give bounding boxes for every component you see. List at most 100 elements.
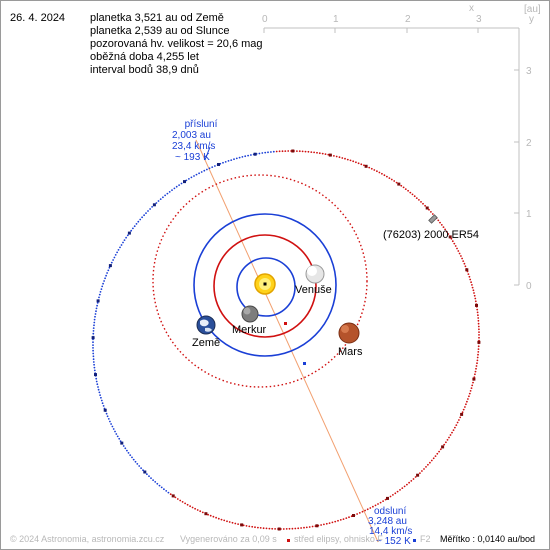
- asteroid-orbit-dot: [424, 204, 426, 207]
- asteroid-orbit-dot: [92, 355, 95, 358]
- asteroid-orbit-dot: [178, 184, 181, 187]
- asteroid-orbit-dot: [452, 429, 455, 431]
- aphelion-speed: 14,4 km/s: [369, 526, 413, 537]
- asteroid-position-point: [386, 496, 389, 500]
- asteroid-orbit-dot: [439, 448, 442, 451]
- asteroid-orbit-dot: [180, 182, 183, 185]
- asteroid-orbit-dot: [285, 528, 288, 530]
- asteroid-orbit-dot: [316, 151, 318, 154]
- asteroid-orbit-dot: [476, 311, 479, 314]
- asteroid-orbit-dot: [469, 278, 472, 281]
- asteroid-orbit-dot: [112, 428, 115, 430]
- asteroid-orbit-dot: [284, 150, 287, 153]
- asteroid-orbit-dot: [96, 383, 99, 386]
- asteroid-orbit-dot: [476, 359, 479, 362]
- asteroid-orbit-dot: [339, 519, 342, 521]
- x-tick-label-0: 0: [262, 14, 268, 25]
- asteroid-orbit-dot: [93, 363, 95, 366]
- asteroid-orbit-dot: [415, 197, 418, 200]
- asteroid-orbit-dot: [116, 251, 118, 254]
- asteroid-orbit-dot: [370, 167, 373, 170]
- asteroid-orbit-dot: [333, 155, 335, 157]
- asteroid-orbit-dot: [126, 234, 129, 237]
- asteroid-orbit-dot: [389, 495, 392, 498]
- asteroid-orbit-dot: [434, 455, 437, 457]
- aphelion-distance: 3,248 au: [368, 516, 407, 527]
- asteroid-orbit-dot: [106, 272, 108, 274]
- asteroid-orbit-dot: [222, 161, 224, 164]
- y-tick-label-2: 2: [526, 138, 532, 149]
- asteroid-orbit-dot: [125, 236, 127, 239]
- asteroid-orbit-dot: [105, 274, 107, 277]
- asteroid-orbit-dot: [471, 284, 473, 286]
- asteroid-orbit-dot: [264, 151, 267, 154]
- asteroid-orbit-dot: [257, 526, 259, 529]
- perihelion-info: přísluní: [171, 119, 231, 130]
- asteroid-orbit-dot: [335, 155, 338, 158]
- asteroid-orbit-dot: [474, 300, 477, 303]
- asteroid-orbit-dot: [167, 491, 170, 494]
- asteroid-orbit-dot: [119, 246, 121, 249]
- asteroid-orbit-dot: [457, 250, 460, 252]
- asteroid-orbit-dot: [95, 310, 97, 313]
- asteroid-orbit-dot: [173, 187, 176, 190]
- asteroid-orbit-dot: [111, 425, 114, 428]
- asteroid-orbit-dot: [248, 525, 251, 528]
- sun-center-dot: [263, 282, 267, 286]
- asteroid-orbit-dot: [388, 177, 391, 180]
- earth-orbit: [193, 213, 337, 357]
- asteroid-orbit-dot: [402, 186, 405, 189]
- asteroid-orbit-dot: [115, 433, 118, 435]
- asteroid-orbit-dot: [477, 317, 480, 319]
- asteroid-orbit-dot: [478, 334, 480, 336]
- asteroid-orbit-dot: [477, 314, 479, 317]
- asteroid-orbit-dot: [224, 161, 227, 163]
- asteroid-orbit-dot: [468, 275, 471, 278]
- info-line-earth-distance: planetka 3,521 au od Země: [90, 12, 224, 24]
- asteroid-orbit-dot: [169, 493, 172, 496]
- asteroid-orbit-dot: [134, 460, 137, 463]
- asteroid-orbit-dot: [103, 280, 105, 282]
- asteroid-marker: [428, 214, 438, 224]
- asteroid-orbit-dot: [145, 212, 147, 215]
- asteroid-orbit-dot: [135, 223, 138, 225]
- asteroid-orbit-dot: [100, 399, 103, 402]
- asteroid-orbit-dot: [141, 216, 144, 219]
- asteroid-orbit-dot: [245, 525, 248, 527]
- asteroid-orbit-dot: [352, 160, 355, 163]
- asteroid-orbit-dot: [447, 233, 450, 235]
- asteroid-orbit-dot: [94, 315, 96, 318]
- asteroid-orbit-dot: [95, 307, 98, 310]
- asteroid-orbit-dot: [108, 266, 111, 269]
- asteroid-orbit-dot: [189, 505, 192, 508]
- asteroid-orbit-dot: [259, 527, 262, 529]
- mars-label: Mars: [338, 346, 363, 358]
- asteroid-orbit-dot: [431, 213, 434, 215]
- asteroid-orbit-dot: [298, 150, 301, 153]
- asteroid-orbit-dot: [179, 499, 182, 502]
- asteroid-orbit-dot: [261, 152, 264, 154]
- asteroid-orbit-dot: [469, 390, 472, 392]
- asteroid-orbit-dot: [151, 206, 154, 208]
- asteroid-orbit-dot: [366, 508, 369, 511]
- earth-clouds: [200, 319, 209, 327]
- asteroid-orbit-dot: [344, 157, 346, 160]
- asteroid-orbit-dot: [149, 208, 152, 210]
- asteroid-orbit-dot: [155, 202, 158, 204]
- asteroid-orbit-dot: [361, 510, 364, 513]
- asteroid-orbit-dot: [467, 398, 469, 400]
- asteroid-orbit-dot: [311, 525, 314, 528]
- asteroid-orbit-dot: [477, 319, 480, 322]
- asteroid-orbit-dot: [143, 214, 146, 217]
- asteroid-orbit-dot: [106, 415, 109, 418]
- asteroid-orbit-dot: [199, 510, 202, 513]
- asteroid-orbit-dot: [304, 150, 307, 153]
- asteroid-orbit-dot: [422, 202, 424, 205]
- asteroid-orbit-dot: [372, 505, 374, 508]
- asteroid-orbit-dot: [97, 386, 99, 388]
- asteroid-orbit-dot: [193, 175, 195, 177]
- asteroid-orbit-dot: [396, 490, 399, 493]
- axis-unit-label: [au]: [524, 4, 541, 15]
- asteroid-orbit-dot: [473, 376, 476, 378]
- asteroid-orbit-dot: [345, 517, 348, 519]
